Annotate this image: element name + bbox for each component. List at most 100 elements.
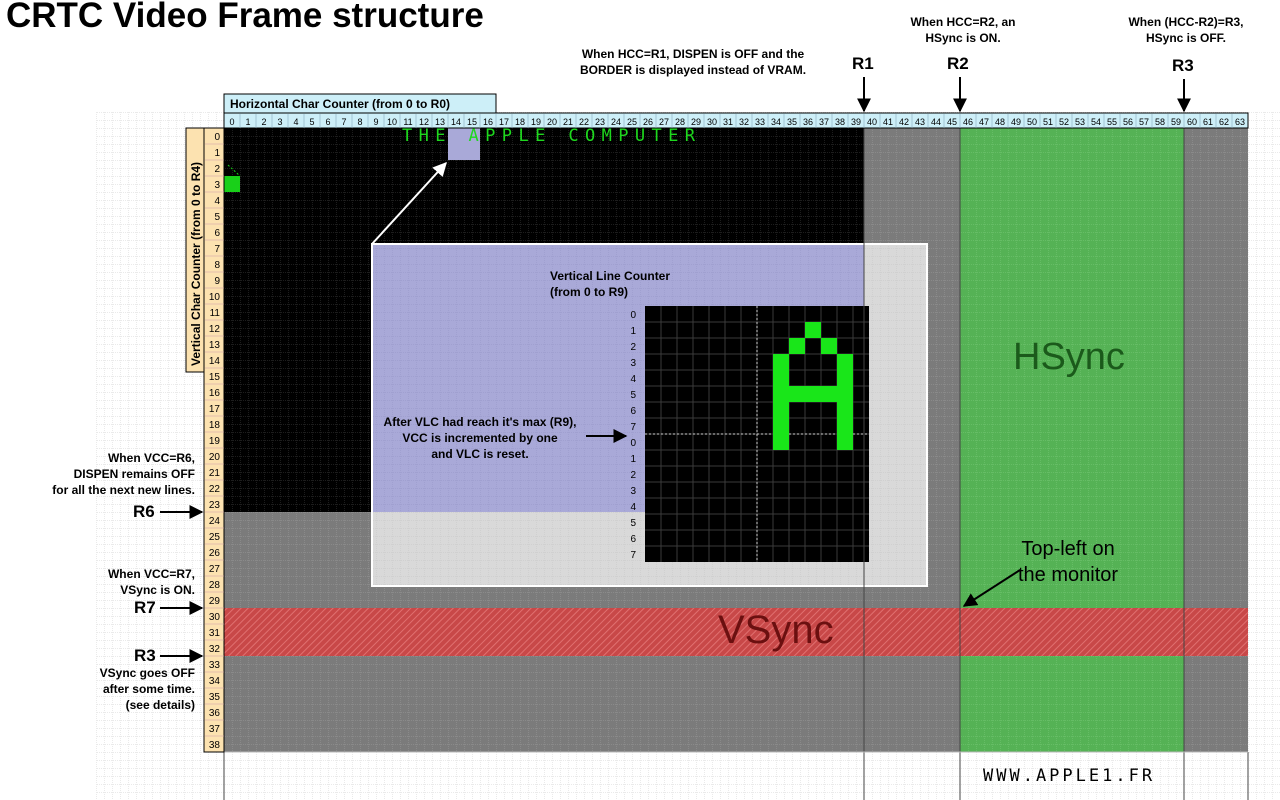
zoom-arrow	[371, 161, 447, 245]
r3v-note-line: after some time.	[102, 682, 195, 696]
r3v-note: VSync goes OFF after some time. (see det…	[100, 665, 195, 713]
vlc-number: 0	[630, 438, 636, 449]
hcc-header-label: Horizontal Char Counter (from 0 to R0)	[230, 97, 450, 111]
vlc-number: 2	[630, 470, 636, 481]
hcc-number: 33	[755, 117, 765, 127]
r3-note-line: When (HCC-R2)=R3,	[1128, 15, 1244, 29]
r1-note-line: BORDER is displayed instead of VRAM.	[580, 63, 807, 77]
hcc-number: 41	[883, 117, 893, 127]
r7-label: R7	[134, 598, 156, 617]
r1-label: R1	[852, 54, 874, 73]
hcc-number: 20	[547, 117, 557, 127]
hcc-number: 12	[419, 117, 429, 127]
r3-note: When (HCC-R2)=R3, HSync is OFF.	[1116, 14, 1256, 46]
vcc-number: 29	[209, 596, 221, 607]
vlc-number: 0	[630, 310, 636, 321]
vcc-number: 24	[209, 516, 221, 527]
hcc-number: 52	[1059, 117, 1069, 127]
hcc-number: 34	[771, 117, 781, 127]
char-pixel	[773, 402, 789, 418]
vcc-number: 32	[209, 644, 221, 655]
char-pixel	[773, 434, 789, 450]
r2-note-line: When HCC=R2, an	[910, 15, 1016, 29]
hcc-number: 53	[1075, 117, 1085, 127]
char-pixel	[773, 370, 789, 386]
zoomed-character	[645, 306, 869, 562]
char-pixel	[837, 402, 853, 418]
hcc-number: 40	[867, 117, 877, 127]
hcc-number: 28	[675, 117, 685, 127]
vlc-number: 3	[630, 358, 636, 369]
vcc-number: 35	[209, 692, 221, 703]
vlc-number: 4	[630, 502, 636, 513]
vcc-number: 21	[209, 468, 221, 479]
hcc-number: 17	[499, 117, 509, 127]
char-pixel	[837, 354, 853, 370]
vlc-header-line: Vertical Line Counter	[550, 269, 671, 283]
vcc-number: 30	[209, 612, 221, 623]
char-pixel	[805, 322, 821, 338]
r6-note-line: DISPEN remains OFF	[73, 467, 195, 481]
hcc-number: 6	[325, 117, 330, 127]
vcc-number-strip	[203, 127, 225, 753]
vlc-note-line: and VLC is reset.	[431, 447, 529, 461]
vcc-number: 3	[214, 180, 220, 191]
hcc-number: 26	[643, 117, 653, 127]
monitor-note-line: the monitor	[1018, 564, 1119, 586]
hcc-number: 35	[787, 117, 797, 127]
hcc-number: 24	[611, 117, 621, 127]
r6-note-line: When VCC=R6,	[107, 451, 195, 465]
hcc-number: 18	[515, 117, 525, 127]
hcc-number: 8	[357, 117, 362, 127]
vlc-number: 3	[630, 486, 636, 497]
vcc-number: 18	[209, 420, 221, 431]
hcc-number: 59	[1171, 117, 1181, 127]
vcc-number: 1	[214, 148, 220, 159]
highlighted-char-cell	[448, 128, 480, 160]
r1-note: When HCC=R1, DISPEN is OFF and the BORDE…	[580, 46, 806, 78]
hcc-number: 3	[277, 117, 282, 127]
monitor-note: Top-left on the monitor	[1018, 536, 1118, 588]
vcc-number: 26	[209, 548, 221, 559]
vcc-number: 34	[209, 676, 221, 687]
hcc-number: 49	[1011, 117, 1021, 127]
monitor-arrow	[962, 569, 1021, 607]
vcc-numbers: 0123456789101112131415161718192021222324…	[205, 132, 224, 751]
vlc-number: 4	[630, 374, 636, 385]
hcc-number: 2	[261, 117, 266, 127]
r6-label: R6	[133, 502, 155, 521]
vcc-header-label: Vertical Char Counter (from 0 to R4)	[189, 162, 203, 366]
hcc-number: 36	[803, 117, 813, 127]
vcc-number: 14	[209, 356, 221, 367]
vsync-area	[224, 608, 1248, 656]
page-title: CRTC Video Frame structure	[6, 0, 484, 35]
hcc-number: 14	[451, 117, 461, 127]
char-pixel	[821, 338, 837, 354]
hcc-number: 58	[1155, 117, 1165, 127]
vcc-number: 8	[214, 260, 220, 271]
hcc-number: 30	[707, 117, 717, 127]
vcc-number: 23	[209, 500, 221, 511]
vcc-number: 6	[214, 228, 220, 239]
vcc-number: 38	[209, 740, 221, 751]
vcc-number: 7	[214, 244, 220, 255]
screen-text: THE APPLE COMPUTER	[402, 126, 702, 146]
r6-note: When VCC=R6, DISPEN remains OFF for all …	[52, 450, 195, 498]
r3v-note-line: (see details)	[125, 698, 195, 712]
char-pixel	[837, 370, 853, 386]
hcc-number: 42	[899, 117, 909, 127]
char-pixel	[837, 434, 853, 450]
hcc-number: 45	[947, 117, 957, 127]
vlc-number: 1	[630, 326, 636, 337]
r7-note-line: When VCC=R7,	[107, 567, 195, 581]
hcc-number: 51	[1043, 117, 1053, 127]
vcc-number: 15	[209, 372, 221, 383]
hcc-number: 39	[851, 117, 861, 127]
hcc-number: 1	[245, 117, 250, 127]
hcc-number: 31	[723, 117, 733, 127]
r6-note-line: for all the next new lines.	[52, 483, 195, 497]
vlc-note-line: After VLC had reach it's max (R9),	[383, 415, 577, 429]
hcc-number: 21	[563, 117, 573, 127]
